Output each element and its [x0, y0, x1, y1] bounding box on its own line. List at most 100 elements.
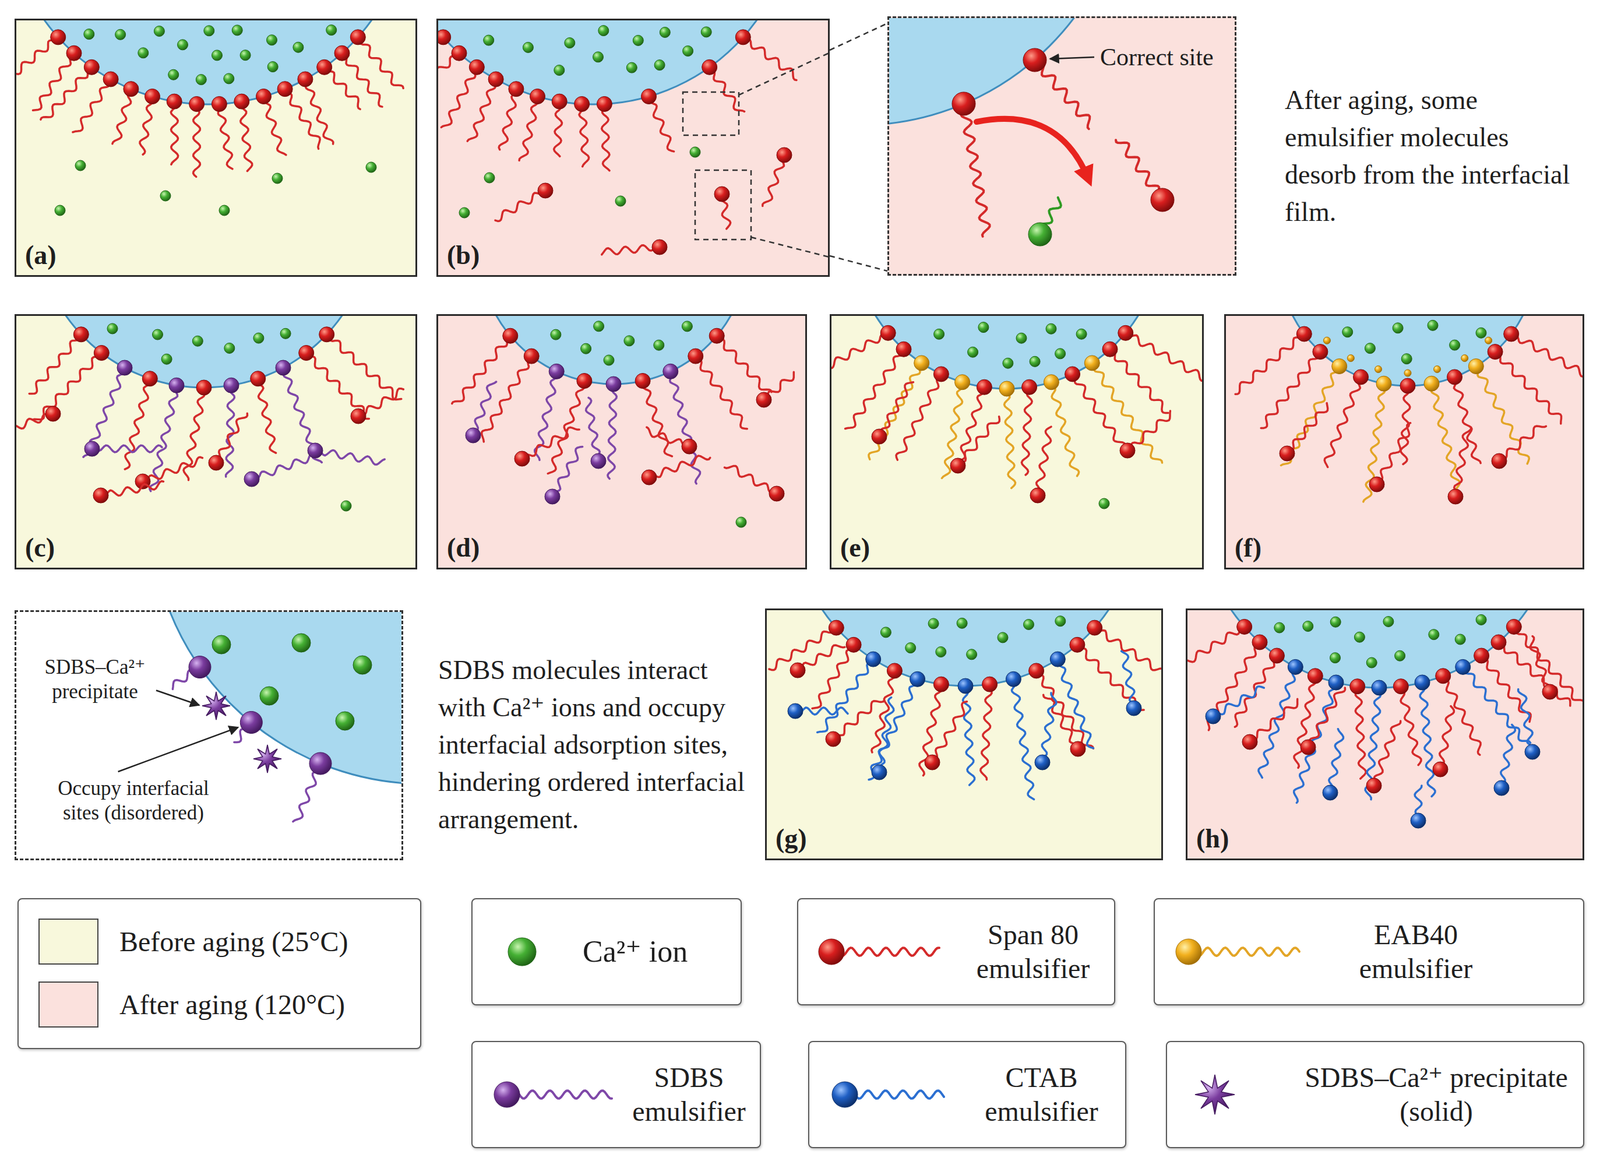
- emulsifier-tail: [844, 1090, 944, 1099]
- emulsifier-head: [1524, 744, 1540, 760]
- legend-icon: [494, 1081, 520, 1108]
- calcium-ion: [934, 328, 945, 340]
- calcium-ion: [659, 27, 671, 38]
- emulsifier-head: [1070, 741, 1086, 757]
- emulsifier-head: [1503, 326, 1520, 342]
- emulsifier-tail: [16, 37, 59, 81]
- emulsifier-head: [1393, 678, 1409, 694]
- emulsifier-head: [1043, 374, 1059, 390]
- emulsifier-tail: [586, 397, 601, 461]
- emulsifier-head: [605, 376, 622, 392]
- emulsifier-head: [1287, 658, 1303, 675]
- eab40-particle: [1404, 369, 1412, 377]
- calcium-ion: [615, 195, 626, 207]
- emulsifier-head: [240, 711, 263, 734]
- zoom-marker: [682, 92, 739, 136]
- panel-box: (g): [765, 608, 1164, 861]
- emulsifier-tail: [33, 53, 75, 111]
- emulsifier-tail: [670, 371, 701, 484]
- emulsifier-tail: [1213, 686, 1264, 717]
- calcium-ion: [353, 655, 372, 675]
- eab40-particle: [1433, 365, 1441, 373]
- droplet: [852, 315, 1162, 389]
- legend-icon: [818, 938, 845, 965]
- emulsifier-head: [1205, 708, 1221, 724]
- calcium-ion: [689, 146, 701, 158]
- emulsifier-head: [1414, 674, 1430, 690]
- emulsifier-tail: [1249, 698, 1298, 742]
- emulsifier-head: [1366, 777, 1382, 794]
- emulsifier-tail: [1258, 666, 1296, 778]
- calcium-ion: [522, 41, 534, 53]
- emulsifier-tail: [1057, 658, 1094, 749]
- emulsifier-head: [208, 455, 224, 471]
- emulsifier-head: [825, 731, 841, 747]
- emulsifier-tail: [1431, 383, 1460, 492]
- emulsifier-tail: [1355, 686, 1366, 779]
- emulsifier-head: [652, 239, 668, 255]
- emulsifier-head: [896, 341, 912, 357]
- panel-box: (a): [14, 18, 418, 277]
- emulsifier-head: [73, 326, 89, 343]
- emulsifier-head: [702, 59, 718, 75]
- emulsifier-head: [1400, 378, 1416, 394]
- emulsifier-tail: [358, 388, 404, 417]
- emulsifier-head: [714, 186, 730, 202]
- calcium-ion: [653, 339, 665, 351]
- calcium-ion: [161, 353, 172, 365]
- emulsifier-head: [933, 676, 949, 692]
- legend-text: SDBS–Ca²⁺ precipitate (solid): [1302, 1060, 1571, 1129]
- emulsifier-head: [523, 348, 539, 364]
- calcium-ion: [240, 50, 251, 61]
- emulsifier-tail: [831, 332, 888, 377]
- calcium-ion: [153, 26, 165, 37]
- calcium-ion: [1475, 327, 1487, 338]
- calcium-ion: [966, 649, 978, 660]
- emulsifier-tail: [1127, 410, 1170, 451]
- calcium-ion: [1330, 652, 1341, 664]
- precipitate-star: [202, 691, 231, 720]
- calcium-ion: [1427, 319, 1439, 331]
- emulsifier-head: [1376, 375, 1392, 391]
- legend-icon: [1175, 938, 1202, 965]
- emulsifier-tail: [1453, 376, 1481, 464]
- emulsifier-head: [1447, 488, 1464, 505]
- calcium-ion: [1364, 343, 1376, 354]
- emulsifier-tail: [92, 445, 162, 453]
- emulsifier-tail: [649, 96, 675, 152]
- calcium-ion: [564, 37, 576, 49]
- emulsifier-tail: [284, 89, 320, 150]
- calcium-ion: [603, 354, 615, 366]
- legend-text: Span 80 emulsifier: [960, 917, 1106, 986]
- emulsifier-head: [1118, 325, 1134, 341]
- emulsifier-tail: [251, 453, 318, 479]
- emulsifier-head: [1049, 651, 1066, 667]
- emulsifier-tail: [315, 449, 385, 465]
- desorption-arrow: [976, 118, 1089, 179]
- emulsifier-tail: [1051, 382, 1079, 477]
- emulsifier-head: [574, 96, 590, 112]
- calcium-ion: [580, 343, 592, 354]
- annotation-text: SDBS molecules interact with Ca²⁺ ions a…: [438, 651, 750, 838]
- emulsifier-tail: [1094, 627, 1162, 680]
- emulsifier-tail: [216, 413, 248, 463]
- droplet: [150, 611, 402, 784]
- legend-text: After aging (120°C): [119, 987, 345, 1022]
- emulsifier-head: [709, 328, 725, 344]
- calcium-ion: [682, 46, 694, 57]
- emulsifier-tail: [1109, 349, 1169, 413]
- emulsifier-tail: [1308, 687, 1346, 747]
- emulsifier-tail: [240, 101, 253, 171]
- emulsifier-head: [1084, 355, 1100, 371]
- emulsifier-head: [45, 406, 61, 422]
- calcium-ion: [880, 626, 891, 638]
- emulsifier-tail: [142, 456, 203, 482]
- emulsifier-head: [1119, 442, 1136, 458]
- emulsifier-head: [1069, 636, 1085, 653]
- emulsifier-tail: [40, 67, 93, 120]
- legend-box: [1153, 897, 1585, 1006]
- calcium-ion: [266, 34, 278, 46]
- calcium-ion: [267, 61, 278, 73]
- emulsifier-tail: [1260, 351, 1321, 429]
- calcium-ion: [1076, 328, 1087, 340]
